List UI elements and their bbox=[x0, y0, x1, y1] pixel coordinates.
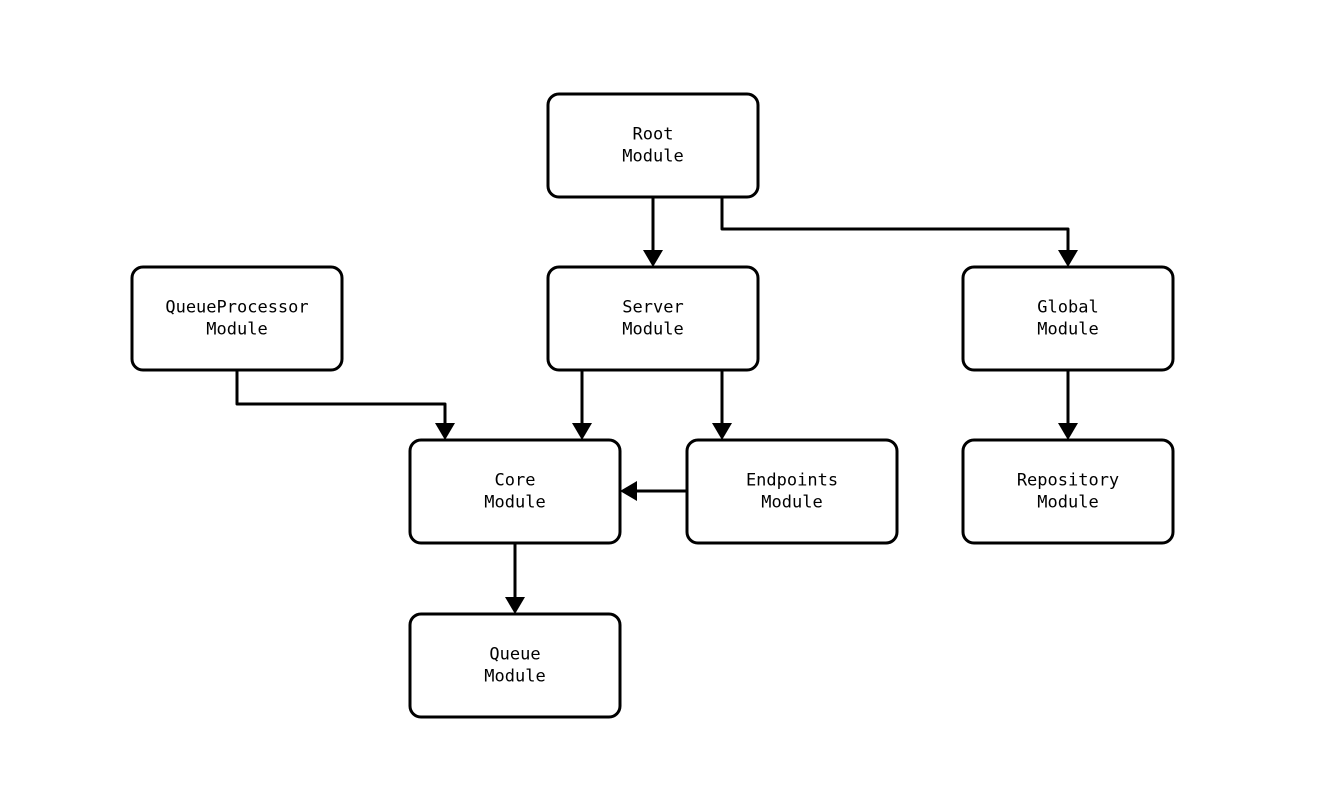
edge-root-to-global bbox=[720, 197, 1078, 267]
nodes-layer: RootModuleQueueProcessorModuleServerModu… bbox=[130, 92, 1175, 719]
node-label-line2: Module bbox=[622, 320, 683, 340]
node-box[interactable] bbox=[546, 92, 760, 199]
node-box[interactable] bbox=[685, 438, 899, 545]
node-label-line1: Server bbox=[622, 298, 683, 318]
edge-line bbox=[235, 370, 447, 425]
edge-endpoints-to-core bbox=[620, 481, 687, 501]
arrowhead-icon bbox=[572, 423, 592, 440]
node-label-line2: Module bbox=[484, 493, 545, 513]
arrowhead-icon bbox=[712, 423, 732, 440]
arrowhead-icon bbox=[643, 250, 663, 267]
node-label-line2: Module bbox=[1037, 493, 1098, 513]
edge-global-to-repository bbox=[1058, 370, 1078, 440]
edges-layer bbox=[235, 197, 1078, 614]
node-box[interactable] bbox=[130, 265, 344, 372]
node-box[interactable] bbox=[961, 438, 1175, 545]
arrowhead-icon bbox=[1058, 250, 1078, 267]
node-box[interactable] bbox=[961, 265, 1175, 372]
node-label-line1: QueueProcessor bbox=[165, 298, 308, 318]
node-label-line2: Module bbox=[206, 320, 267, 340]
node-label-line2: Module bbox=[761, 493, 822, 513]
node-label-line1: Root bbox=[633, 125, 674, 145]
edge-root-to-server bbox=[643, 197, 663, 267]
node-label-line2: Module bbox=[484, 667, 545, 687]
node-label-line1: Queue bbox=[489, 645, 540, 665]
node-label-line1: Repository bbox=[1017, 471, 1119, 491]
edge-queueprocessor-to-core bbox=[235, 370, 455, 440]
edge-core-to-queue bbox=[505, 543, 525, 614]
node-label-line1: Global bbox=[1037, 298, 1098, 318]
node-box[interactable] bbox=[546, 265, 760, 372]
edge-server-to-core bbox=[572, 370, 592, 440]
arrowhead-icon bbox=[435, 423, 455, 440]
arrowhead-icon bbox=[620, 481, 637, 501]
node-label-line2: Module bbox=[1037, 320, 1098, 340]
node-label-line2: Module bbox=[622, 147, 683, 167]
edge-line bbox=[720, 197, 1070, 252]
arrowhead-icon bbox=[505, 597, 525, 614]
arrowhead-icon bbox=[1058, 423, 1078, 440]
node-box[interactable] bbox=[408, 612, 622, 719]
edge-server-to-endpoints bbox=[712, 370, 732, 440]
node-box[interactable] bbox=[408, 438, 622, 545]
node-label-line1: Endpoints bbox=[746, 471, 838, 491]
node-label-line1: Core bbox=[495, 471, 536, 491]
